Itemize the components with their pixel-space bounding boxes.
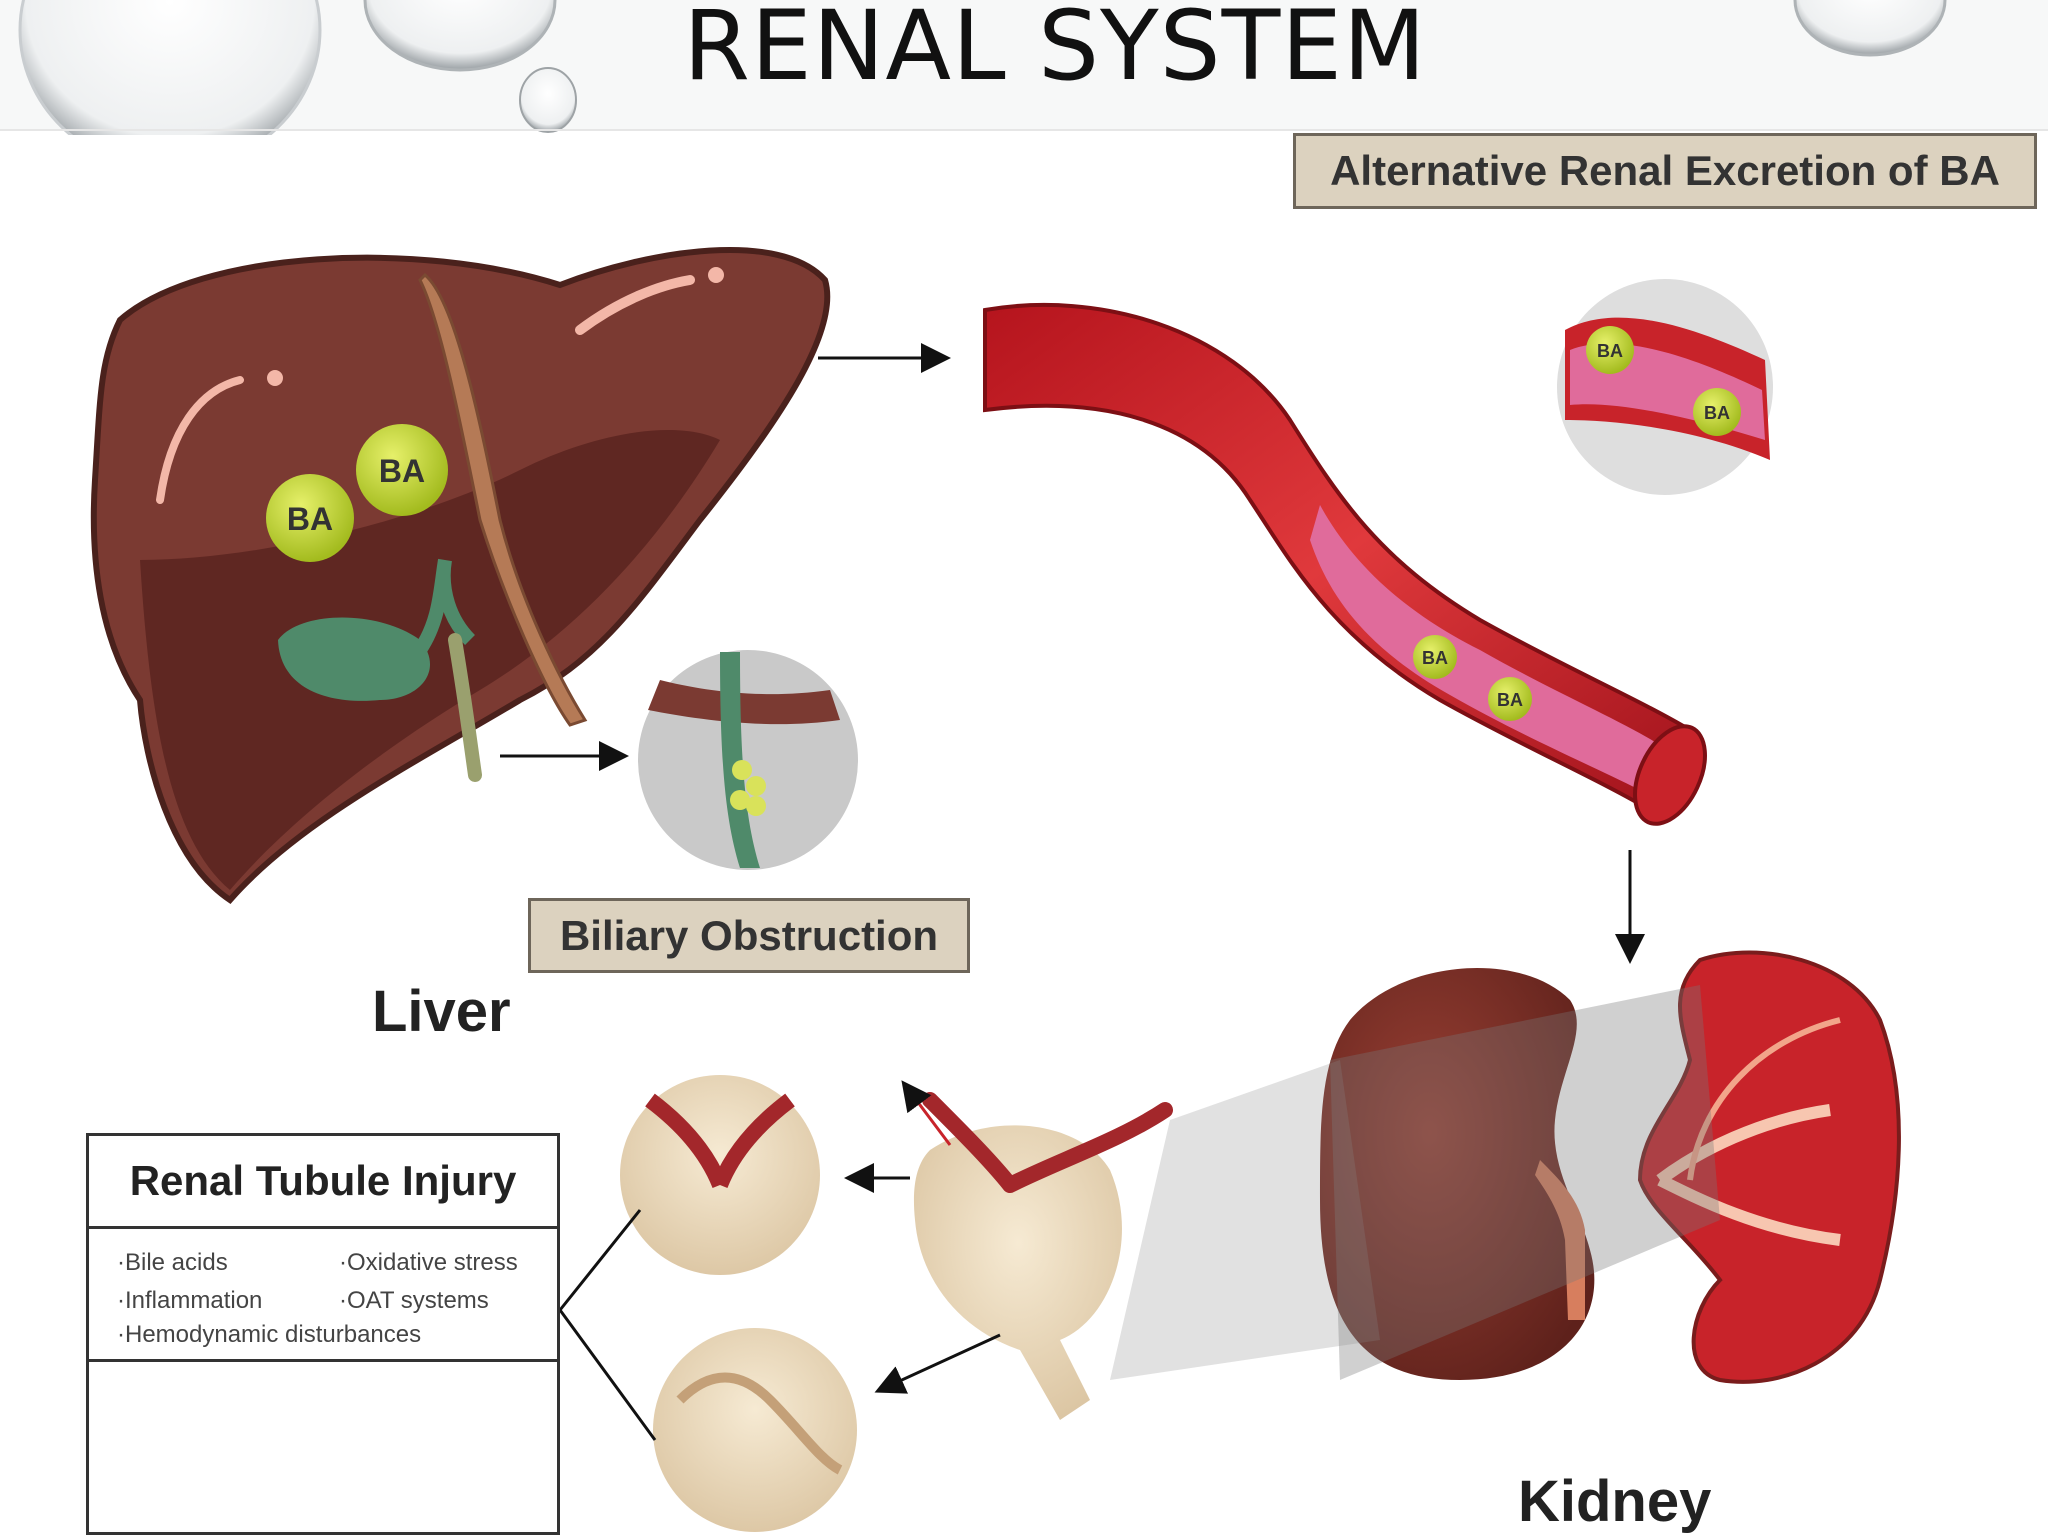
liver-bile-acid-1: BA xyxy=(266,474,354,562)
zoom-bile-acid-2: BA xyxy=(1693,388,1741,436)
slide-title: RENAL SYSTEM xyxy=(683,0,1427,102)
liver-illustration xyxy=(90,246,831,904)
kidney-illustration xyxy=(1320,950,1901,1384)
injury-connector xyxy=(558,1209,657,1441)
kidney-label: Kidney xyxy=(1518,1469,1712,1534)
liver-bile-acid-2: BA xyxy=(356,424,448,516)
vessel-zoom xyxy=(1557,279,1773,495)
injury-factor-inflammation: ·Inflammation xyxy=(117,1287,263,1314)
svg-text:BA: BA xyxy=(379,453,425,489)
biliary-obstruction-label: Biliary Obstruction xyxy=(528,898,970,973)
svg-text:BA: BA xyxy=(1597,341,1623,361)
renal-tubule-injury-box: Renal Tubule Injury ·Bile acids ·Oxidati… xyxy=(86,1133,560,1535)
alternative-excretion-label: Alternative Renal Excretion of BA xyxy=(1293,133,2037,209)
svg-text:BA: BA xyxy=(1422,648,1448,668)
svg-text:BA: BA xyxy=(1704,403,1730,423)
tubule-zoom-bottom xyxy=(653,1328,857,1532)
decorative-water-drops xyxy=(0,0,2048,135)
biliary-obstruction-zoom xyxy=(638,650,858,870)
svg-text:BA: BA xyxy=(287,501,333,537)
liver-label: Liver xyxy=(372,979,511,1044)
tubule-zoom-top xyxy=(620,1075,820,1275)
vessel-bile-acid-2: BA xyxy=(1488,677,1532,721)
arrow-to-zoom-bottom xyxy=(874,1333,1001,1394)
injury-factor-oxidative-stress: ·Oxidative stress xyxy=(339,1249,518,1276)
injury-factor-bile-acids: ·Bile acids xyxy=(117,1249,228,1276)
glomerulus-illustration xyxy=(901,1060,1380,1420)
injury-factor-hemodynamic: ·Hemodynamic disturbances xyxy=(117,1321,422,1348)
svg-text:BA: BA xyxy=(1497,690,1523,710)
vessel-bile-acid-1: BA xyxy=(1413,635,1457,679)
injury-factor-oat-systems: ·OAT systems xyxy=(339,1287,489,1314)
zoom-bile-acid-1: BA xyxy=(1586,326,1634,374)
renal-tubule-injury-title: Renal Tubule Injury xyxy=(89,1136,557,1229)
injury-factor-list: ·Bile acids ·Oxidative stress ·Inflammat… xyxy=(89,1229,557,1362)
